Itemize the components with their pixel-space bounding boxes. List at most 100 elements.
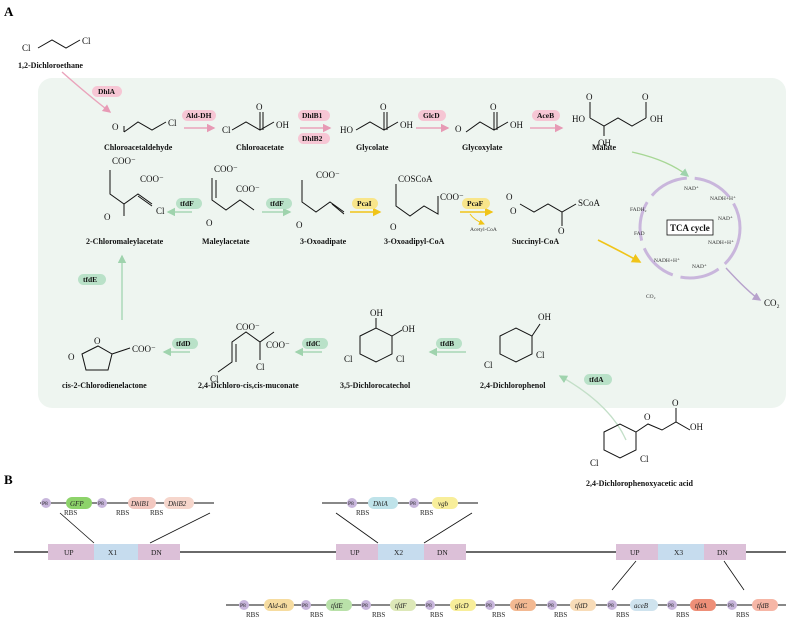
svg-text:X2: X2	[394, 548, 403, 557]
svg-text:X3: X3	[674, 548, 683, 557]
svg-text:O: O	[104, 212, 111, 222]
compound-dichloromuconate: Cl Cl COO⁻ COO⁻ 2,4-Dichloro-cis,cis-muc…	[198, 322, 299, 390]
compound-dichlorocatechol: OH OH Cl Cl 3,5-Dichlorocatechol	[340, 308, 415, 390]
svg-text:Cl: Cl	[536, 350, 545, 360]
svg-text:Cl: Cl	[484, 360, 493, 370]
enzyme-badge-pcai	[352, 198, 378, 209]
svg-text:Cl: Cl	[640, 454, 649, 464]
svg-text:2-Chloromaleylacetate: 2-Chloromaleylacetate	[86, 237, 164, 246]
svg-text:OH: OH	[402, 324, 415, 334]
svg-text:DhlB1: DhlB1	[130, 500, 149, 508]
svg-text:RBS: RBS	[676, 611, 689, 619]
compound-glycolate: O HO OH Glycolate	[340, 102, 413, 152]
svg-text:COO⁻: COO⁻	[132, 344, 156, 354]
svg-text:SCoA: SCoA	[578, 198, 601, 208]
enzyme-tfda: tfdA	[589, 375, 604, 384]
svg-text:2,4-Dichloro-cis,cis-muconate: 2,4-Dichloro-cis,cis-muconate	[198, 381, 299, 390]
compound-oxoadipylcoa: O COSCoA COO⁻ 3-Oxoadipyl-CoA	[384, 174, 464, 246]
svg-text:HO: HO	[572, 114, 585, 124]
svg-text:COO⁻: COO⁻	[266, 340, 290, 350]
svg-text:O: O	[206, 218, 213, 228]
svg-text:UP: UP	[64, 548, 74, 557]
compound-succinylcoa: O O O SCoA Succinyl-CoA	[506, 192, 601, 246]
svg-text:P8: P8	[728, 603, 734, 609]
compound-dce: Cl Cl 1,2-Dichloroethane	[18, 36, 91, 70]
svg-text:Malate: Malate	[592, 143, 616, 152]
svg-text:Cl: Cl	[22, 43, 31, 53]
svg-text:tfdC: tfdC	[515, 602, 527, 610]
svg-text:Maleylacetate: Maleylacetate	[202, 237, 250, 246]
svg-text:3,5-Dichlorocatechol: 3,5-Dichlorocatechol	[340, 381, 411, 390]
svg-text:NADH+H⁺: NADH+H⁺	[708, 240, 734, 246]
enzyme-tfdf2: tfdF	[270, 199, 284, 208]
svg-text:CO₂: CO₂	[646, 294, 656, 300]
svg-text:FADH₂: FADH₂	[630, 207, 647, 213]
enzyme-badge-dhla	[92, 86, 122, 97]
compound-chloromaleylacetate: O COO⁻ COO⁻ Cl 2-Chloromaleylacetate	[86, 156, 165, 246]
svg-text:Cl: Cl	[590, 458, 599, 468]
locus-x2: UP X2 DN	[335, 512, 473, 560]
compound-chloroacetate: O Cl OH Chloroacetate	[222, 102, 289, 152]
cassette-x1: P8 RBS GFP P8 RBS DhlB1 RBS DhlB2	[40, 497, 214, 517]
svg-text:NADH+H⁺: NADH+H⁺	[710, 196, 736, 202]
svg-text:P8: P8	[426, 603, 432, 609]
svg-text:OH: OH	[400, 120, 413, 130]
svg-text:P8: P8	[98, 501, 104, 507]
svg-text:X1: X1	[108, 548, 117, 557]
enzyme-badge-aceb	[532, 110, 560, 121]
svg-text:NAD⁺: NAD⁺	[692, 264, 707, 270]
svg-text:1,2-Dichloroethane: 1,2-Dichloroethane	[18, 61, 83, 70]
svg-text:COO⁻: COO⁻	[236, 184, 260, 194]
svg-text:RBS: RBS	[430, 611, 443, 619]
enzyme-badge-glcd	[418, 110, 446, 121]
svg-text:RBS: RBS	[356, 509, 369, 517]
arrow-dhla	[61, 71, 112, 113]
enzyme-tfdb: tfdB	[440, 339, 454, 348]
compound-glycoxylate: O O OH Glycoxylate	[455, 102, 523, 152]
compound-dichlorophenoxyacetic: O O OH Cl Cl 2,4-Dichlorophenoxyacetic a…	[586, 398, 703, 488]
svg-text:OH: OH	[598, 138, 611, 148]
locus-x3: UP X3 DN	[611, 544, 746, 591]
svg-text:O: O	[642, 92, 649, 102]
svg-text:3-Oxoadipyl-CoA: 3-Oxoadipyl-CoA	[384, 237, 445, 246]
enzyme-badge-tfdd	[172, 338, 198, 349]
arrow-succinylcoa-tca	[597, 239, 642, 263]
enzyme-badge-tfde	[78, 274, 106, 285]
svg-text:RBS: RBS	[310, 611, 323, 619]
svg-text:P8: P8	[486, 603, 492, 609]
enzyme-glcd: GlcD	[423, 111, 440, 120]
panel-letter-a: A	[4, 4, 14, 19]
svg-text:Cl: Cl	[156, 206, 165, 216]
svg-text:O: O	[644, 412, 651, 422]
svg-text:P8: P8	[668, 603, 674, 609]
tca-cycle: TCA cycle NAD⁺ NADH+H⁺ FADH₂ FAD NAD⁺ NA…	[630, 176, 742, 300]
svg-text:P8: P8	[42, 501, 48, 507]
svg-text:O: O	[455, 124, 462, 134]
svg-text:2,4-Dichlorophenol: 2,4-Dichlorophenol	[480, 381, 546, 390]
svg-text:Chloroacetate: Chloroacetate	[236, 143, 284, 152]
panel-letter-b: B	[4, 472, 13, 487]
svg-text:O: O	[558, 226, 565, 236]
svg-text:RBS: RBS	[554, 611, 567, 619]
svg-text:Succinyl-CoA: Succinyl-CoA	[512, 237, 559, 246]
enzyme-pcai: PcaI	[357, 199, 372, 208]
svg-text:P8: P8	[608, 603, 614, 609]
svg-text:COO⁻: COO⁻	[440, 192, 464, 202]
svg-text:OH: OH	[510, 120, 523, 130]
enzyme-badge-tfdf2	[266, 198, 292, 209]
svg-text:glcD: glcD	[455, 602, 469, 610]
svg-text:UP: UP	[350, 548, 360, 557]
svg-text:COO⁻: COO⁻	[140, 174, 164, 184]
enzyme-alddh: Ald-DH	[186, 111, 212, 120]
svg-text:HO: HO	[340, 125, 353, 135]
svg-text:aceB: aceB	[634, 602, 649, 610]
svg-text:Ald-dh: Ald-dh	[267, 602, 288, 610]
enzyme-badge-tfdc	[302, 338, 328, 349]
svg-text:Chloroacetaldehyde: Chloroacetaldehyde	[104, 143, 173, 152]
compound-dichlorophenol: OH Cl Cl 2,4-Dichlorophenol	[480, 312, 551, 390]
svg-text:O: O	[380, 102, 387, 112]
svg-text:Cl: Cl	[344, 354, 353, 364]
svg-text:DN: DN	[717, 548, 728, 557]
svg-text:RBS: RBS	[616, 611, 629, 619]
